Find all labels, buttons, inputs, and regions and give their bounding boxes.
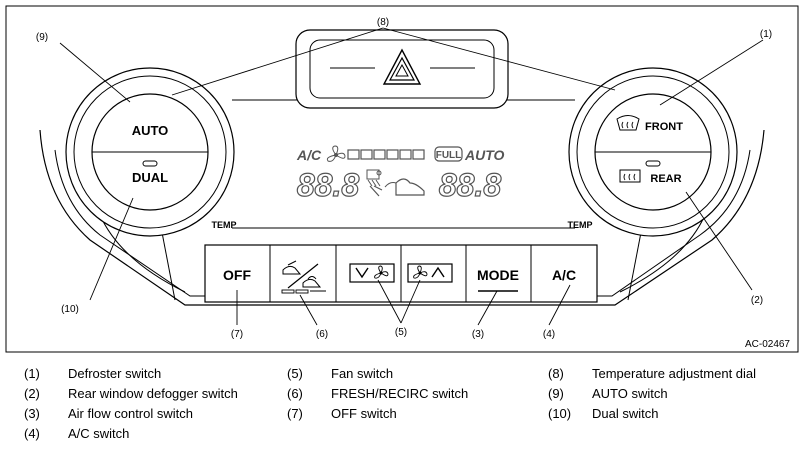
full-badge [434,146,463,162]
legend-item: (4)A/C switch [24,426,130,441]
mode-switch-label: MODE [477,267,519,283]
rear-defogger-icon [619,169,641,183]
auto-switch[interactable]: AUTO [132,123,169,138]
fan-icon [326,145,346,162]
hazard-button[interactable] [309,39,495,99]
callout-4: (4) [543,329,555,340]
callout-7: (7) [231,329,243,340]
fan-up-switch[interactable] [407,263,453,283]
figure-frame [5,5,799,353]
right-temp-label: TEMP [567,220,592,230]
legend-item: (5)Fan switch [287,366,394,381]
ac-switch-label: A/C [552,267,576,283]
legend-item: (2)Rear window defogger switch [24,386,238,401]
dual-switch[interactable]: DUAL [132,170,168,185]
right-temperature-dial[interactable] [568,67,738,237]
front-defroster-icon [616,115,640,131]
display-ac: A/C [296,147,322,163]
legend-item: (3)Air flow control switch [24,406,193,421]
left-temp-label: TEMP [211,220,236,230]
display-auto: AUTO [464,147,505,163]
panel-outline-outer [39,129,765,306]
callout-8: (8) [377,17,389,28]
rear-defogger-switch[interactable]: REAR [650,173,681,185]
callout-2: (2) [751,295,763,306]
fresh-recirc-indicators [281,289,326,294]
display-left-temp: 88.8 [297,167,359,203]
control-panel-diagram: AUTO DUAL TEMP FRONT REAR TEMP A/C FULL … [5,5,799,353]
bottom-button-row [204,244,598,303]
legend-item: (6)FRESH/RECIRC switch [287,386,469,401]
fan-small-icon [374,265,389,279]
figure-code: AC-02467 [745,339,790,350]
callout-1: (1) [760,29,772,40]
fan-down-switch[interactable] [349,263,395,283]
off-switch-label: OFF [223,267,251,283]
defroster-switch[interactable]: FRONT [645,121,683,133]
display-right-temp: 88.8 [439,167,501,203]
leader-lines [59,27,764,326]
panel-curve-right [619,214,706,293]
callout-3: (3) [472,329,484,340]
auto-indicator [142,160,158,167]
legend-item: (9)AUTO switch [548,386,668,401]
defroster-indicator [645,160,661,167]
display-full: FULL [436,150,462,161]
fan-speed-bars [347,149,425,160]
callout-5: (5) [395,327,407,338]
legend-item: (1)Defroster switch [24,366,162,381]
legend: (1)Defroster switch (2)Rear window defog… [0,360,804,450]
fresh-recirc-icon [282,260,322,289]
callout-10: (10) [61,304,79,315]
callout-6: (6) [316,329,328,340]
legend-item: (7)OFF switch [287,406,397,421]
legend-item: (10)Dual switch [548,406,659,421]
airflow-mode-icon [366,169,425,197]
fresh-recirc-switch[interactable] [270,245,336,302]
left-temperature-dial[interactable] [65,67,235,237]
legend-item: (8)Temperature adjustment dial [548,366,757,381]
fan-large-icon [413,265,428,279]
hazard-triangle-icon [382,48,422,85]
callout-9: (9) [36,32,48,43]
